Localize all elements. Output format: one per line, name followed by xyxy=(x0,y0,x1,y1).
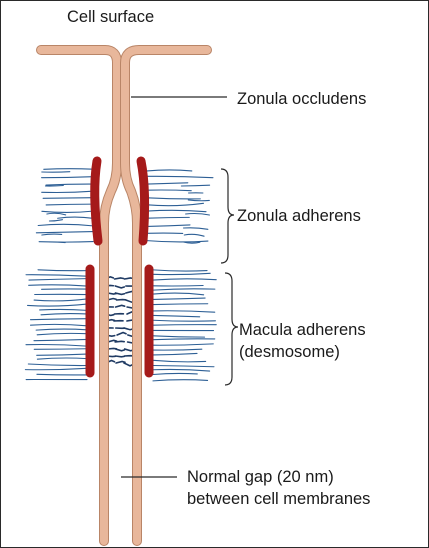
filament-strand xyxy=(34,299,87,301)
desmosome-linker xyxy=(124,328,133,330)
desmosome-linker xyxy=(115,278,124,279)
desmosome-label: (desmosome) xyxy=(239,342,340,362)
filament-strand xyxy=(147,190,191,191)
zonula-adherens-bracket xyxy=(221,169,234,263)
desmosome-linker xyxy=(115,341,124,342)
filament-strand xyxy=(42,234,62,235)
filament-strand xyxy=(153,369,210,371)
filament-strand xyxy=(153,373,197,374)
filament-strand xyxy=(42,191,93,192)
zonula-adherens-label: Zonula adherens xyxy=(237,206,361,226)
filament-strand xyxy=(42,177,93,178)
filament-strand xyxy=(153,344,213,345)
filament-strand xyxy=(153,273,210,274)
filament-strand xyxy=(147,203,203,205)
filament-strand xyxy=(188,200,209,201)
filament-strand xyxy=(34,339,87,340)
filament-strand xyxy=(42,211,93,212)
filament-strand xyxy=(39,242,93,243)
filament-strand xyxy=(153,315,200,316)
filament-strand xyxy=(31,319,87,320)
filament-strand xyxy=(38,270,87,271)
right-adherens-plaque xyxy=(141,161,145,241)
macula-adherens-label: Macula adherens xyxy=(239,320,366,340)
filament-strand xyxy=(37,374,87,375)
filament-strand xyxy=(181,185,209,186)
filament-strand xyxy=(153,353,197,354)
filament-strand xyxy=(46,184,93,185)
filament-strand xyxy=(43,198,93,199)
filament-strand xyxy=(37,358,87,359)
filament-strand xyxy=(153,270,207,271)
filament-strand xyxy=(28,304,87,306)
intermediate-filaments xyxy=(25,169,216,381)
filament-strand xyxy=(47,213,66,215)
filament-strand xyxy=(36,329,87,330)
left-cell-membrane-fill xyxy=(41,50,117,541)
filament-strand xyxy=(153,380,208,381)
normal-gap-label: Normal gap (20 nm) xyxy=(187,467,334,487)
desmosome-linker xyxy=(116,349,125,351)
filament-strand xyxy=(26,275,87,276)
filament-strand xyxy=(38,224,93,226)
membrane-gap-label: between cell membranes xyxy=(187,489,370,509)
filament-strand xyxy=(37,333,87,334)
filament-strand xyxy=(44,169,93,170)
left-adherens-plaque xyxy=(95,161,98,241)
filament-strand xyxy=(46,204,93,205)
filament-strand xyxy=(28,364,87,366)
filament-strand xyxy=(147,241,208,242)
filament-strand xyxy=(147,183,188,184)
filament-strand xyxy=(36,232,93,233)
filament-strand xyxy=(184,234,204,236)
filament-strand xyxy=(40,309,87,310)
filament-strand xyxy=(50,242,65,243)
filament-strand xyxy=(45,185,63,186)
zonula-occludens-label: Zonula occludens xyxy=(237,89,366,109)
filament-strand xyxy=(153,339,215,340)
filament-strand xyxy=(153,311,215,312)
desmosome-linkers xyxy=(104,277,137,366)
filament-strand xyxy=(147,198,200,199)
cell-surface-title: Cell surface xyxy=(67,7,154,27)
filament-strand xyxy=(58,217,93,218)
filament-strand xyxy=(153,293,204,295)
desmosome-linker xyxy=(115,286,124,288)
desmosome-linker xyxy=(115,356,124,357)
filament-strand xyxy=(147,170,192,171)
filament-strand xyxy=(153,320,215,321)
filament-strand xyxy=(147,225,190,226)
filament-strand xyxy=(153,349,202,350)
filament-strand xyxy=(41,314,87,315)
filament-strand xyxy=(153,336,205,337)
filament-strand xyxy=(153,304,208,305)
filament-strand xyxy=(153,286,203,287)
filament-strand xyxy=(37,354,87,355)
desmosome-linker xyxy=(116,305,125,307)
desmosome-linker xyxy=(117,333,126,335)
filament-strand xyxy=(153,325,216,326)
filament-strand xyxy=(153,298,205,299)
filament-strand xyxy=(153,289,215,290)
filament-strand xyxy=(26,345,87,347)
desmosome-linker xyxy=(124,363,133,366)
filament-strand xyxy=(29,279,87,280)
filament-strand xyxy=(184,228,208,230)
filament-strand xyxy=(153,366,214,367)
filament-strand xyxy=(34,349,87,350)
filament-strand xyxy=(186,214,210,215)
filament-strand xyxy=(153,279,216,280)
filament-strand xyxy=(147,217,189,218)
filament-strand xyxy=(29,285,87,286)
filament-strand xyxy=(31,324,87,325)
macula-adherens-bracket xyxy=(225,273,238,385)
filament-strand xyxy=(25,368,87,369)
filament-strand xyxy=(49,220,62,221)
filament-strand xyxy=(153,360,206,362)
filament-strand xyxy=(147,210,206,211)
filament-strand xyxy=(147,176,213,177)
